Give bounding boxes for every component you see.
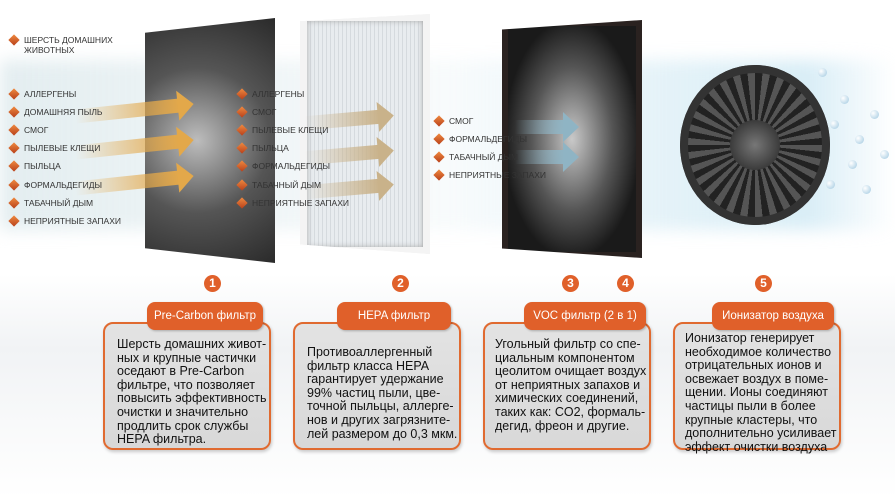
pollutant-item: Смог: [236, 107, 276, 117]
step-number-1: 1: [204, 275, 221, 292]
pollutant-item: Смог: [433, 116, 473, 126]
pollutant-item: Табачный дым: [433, 152, 518, 162]
pollutant-item: Неприятные запахи: [8, 216, 121, 226]
pollutant-item: Домашняя пыль: [8, 107, 102, 117]
card-description: Шерсть домашних живот-ных и крупные част…: [117, 337, 267, 447]
step-number-4: 4: [617, 275, 634, 292]
pollutant-item: Пылевые клещи: [8, 143, 100, 153]
pollutant-item: Аллергены: [236, 89, 304, 99]
pollutant-item: Шерсть домашних животных: [8, 35, 124, 55]
pollutant-item: Смог: [8, 125, 48, 135]
pollutant-item: Пылевые клещи: [236, 125, 328, 135]
card-title-ionizer: Ионизатор воздуха: [712, 302, 834, 330]
step-number-3: 3: [562, 275, 579, 292]
card-title-pre-carbon: Pre-Carbon фильтр: [147, 302, 263, 330]
pollutant-item: Табачный дым: [8, 198, 93, 208]
card-title-hepa: HEPA фильтр: [337, 302, 451, 330]
card-description: Угольный фильтр со спе-циальным компонен…: [495, 337, 647, 433]
card-pre-carbon: Шерсть домашних живот-ных и крупные част…: [103, 322, 271, 450]
pollutant-item: Формальдегиды: [8, 180, 102, 190]
pollutant-item: Пыльца: [8, 161, 61, 171]
step-number-5: 5: [755, 275, 772, 292]
pollutant-item: Пыльца: [236, 143, 289, 153]
airflow-arrow: [515, 142, 579, 172]
airflow-arrow: [515, 112, 579, 142]
pollutant-item: Аллергены: [8, 89, 76, 99]
fan-hub: [730, 120, 780, 170]
card-voc: Угольный фильтр со спе-циальным компонен…: [483, 322, 651, 450]
pollutant-item: Табачный дым: [236, 180, 321, 190]
ionizer-fan-image: [680, 65, 830, 225]
pollutant-item: Неприятные запахи: [433, 170, 546, 180]
pollutant-item: Формальдегиды: [236, 161, 330, 171]
card-title-voc: VOC фильтр (2 в 1): [524, 302, 646, 330]
pollutant-item: Неприятные запахи: [236, 198, 349, 208]
pollutant-item: Формальдегиды: [433, 134, 527, 144]
step-number-2: 2: [392, 275, 409, 292]
